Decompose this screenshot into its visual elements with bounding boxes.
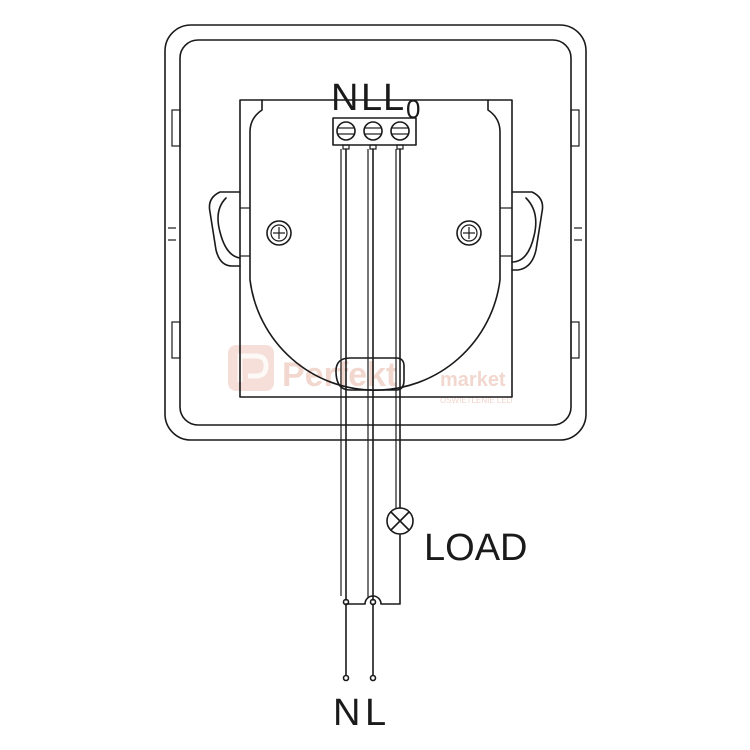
frame-clip-left-bottom bbox=[171, 321, 181, 359]
terminal-screw-l-icon bbox=[363, 121, 383, 141]
terminal-labels: N L L 0 bbox=[331, 77, 420, 124]
terminal-label-l0: L bbox=[383, 77, 404, 119]
terminal-block bbox=[332, 117, 417, 150]
supply-terminal-n bbox=[342, 674, 350, 682]
watermark-brand-part2: market bbox=[440, 369, 506, 391]
plate-outline bbox=[239, 99, 513, 398]
terminal-label-l0-subscript: 0 bbox=[406, 94, 420, 124]
supply-label-n: N bbox=[333, 692, 360, 734]
watermark-brand-part1: Perfekt bbox=[282, 356, 397, 394]
frame-inner bbox=[179, 39, 572, 426]
module-body bbox=[249, 99, 501, 391]
load-label: LOAD bbox=[424, 527, 527, 569]
terminal-label-n: N bbox=[331, 77, 358, 119]
frame-clip-right-top bbox=[570, 109, 580, 147]
watermark: Perfekt market OŚWIETLENIE LED bbox=[228, 345, 513, 405]
frame-clip-right-bottom bbox=[570, 321, 580, 359]
wires bbox=[340, 148, 401, 682]
mounting-plate bbox=[208, 99, 544, 398]
supply-terminal-l bbox=[369, 674, 377, 682]
frame-clip-left-top bbox=[171, 109, 181, 147]
claw-left bbox=[208, 191, 250, 267]
lamp-icon bbox=[386, 507, 414, 535]
junction-l bbox=[369, 598, 377, 606]
switch-frame bbox=[164, 24, 587, 441]
claw-right bbox=[500, 191, 544, 271]
supply-label-l: L bbox=[365, 692, 386, 734]
wire-load-return bbox=[345, 534, 401, 605]
watermark-logo-icon bbox=[228, 345, 274, 391]
keyhole-slot bbox=[335, 357, 405, 391]
frame-outer bbox=[164, 24, 587, 441]
screw-right-icon bbox=[456, 220, 482, 246]
screw-left-icon bbox=[266, 220, 292, 246]
junction-n bbox=[342, 598, 350, 606]
terminal-label-l: L bbox=[361, 77, 382, 119]
terminal-screw-l0-icon bbox=[390, 121, 410, 141]
terminal-screw-n-icon bbox=[336, 121, 356, 141]
watermark-tagline: OŚWIETLENIE LED bbox=[440, 396, 513, 405]
